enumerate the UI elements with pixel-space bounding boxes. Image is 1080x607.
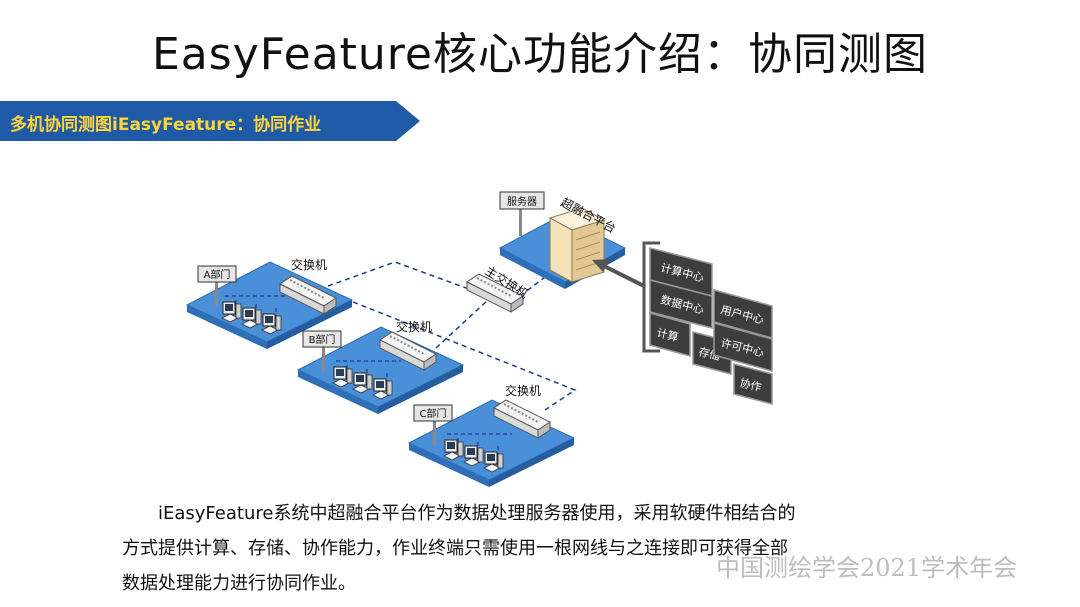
department-label-c: C部门 [420, 407, 447, 420]
department-zone-a: A部门 交换机 [185, 257, 354, 349]
department-label-a: A部门 [204, 268, 231, 281]
main-switch: 主交换机 [466, 263, 531, 313]
server-rack [548, 207, 606, 283]
department-zone-b: B部门 交换机 [296, 319, 465, 414]
module-collaboration: 协作 [733, 363, 773, 405]
switch-label-a: 交换机 [291, 257, 327, 272]
department-label-b: B部门 [309, 333, 336, 346]
server-label: 服务器 [507, 195, 537, 208]
module-bracket [642, 241, 660, 353]
platform-zone: 服务器 超融合平台 [498, 191, 627, 289]
arrow-icon [592, 259, 645, 288]
page-title: EasyFeature核心功能介绍：协同测图 [152, 29, 928, 80]
section-banner-label: 多机协同测图iEasyFeature：协同作业 [10, 115, 322, 135]
module-panel: 计算中心 数据中心 用户中心 计算 存储 许可中心 协作 [649, 247, 773, 405]
svg-text:协作: 协作 [738, 375, 763, 394]
svg-text:计算: 计算 [655, 325, 680, 344]
department-zone-c: C部门 交换机 [407, 383, 576, 487]
section-banner: 多机协同测图iEasyFeature：协同作业 [0, 101, 420, 141]
description-line-2: 方式提供计算、存储、协作能力，作业终端只需使用一根网线与之连接即可获得全部 [122, 538, 788, 559]
conference-watermark: 中国测绘学会2021学术年会 [716, 554, 1018, 582]
module-data-center: 数据中心 [649, 279, 713, 329]
description-line-1: iEasyFeature系统中超融合平台作为数据处理服务器使用，采用软硬件相结合… [158, 503, 796, 524]
description-line-3: 数据处理能力进行协同作业。 [122, 573, 356, 594]
module-user-center: 用户中心 [713, 289, 773, 339]
switch-label-b: 交换机 [396, 319, 432, 334]
module-compute: 计算 [649, 312, 691, 357]
switch-label-c: 交换机 [505, 383, 541, 398]
description-text: iEasyFeature系统中超融合平台作为数据处理服务器使用，采用软硬件相结合… [122, 496, 902, 601]
module-license-center: 许可中心 [713, 322, 773, 372]
